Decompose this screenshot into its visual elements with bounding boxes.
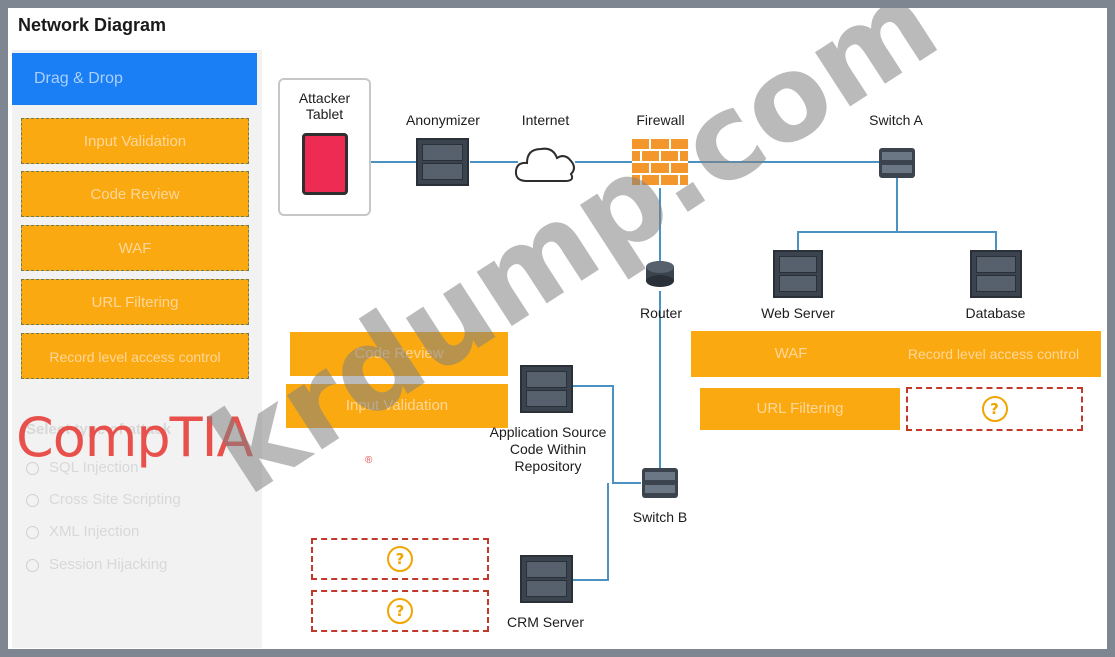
switch-b-icon [642,468,678,498]
placed-input-validation[interactable]: Input Validation [286,384,508,428]
attack-type-heading: Select type of attack [26,421,172,438]
window: Network Diagram Drag & Drop Input Valida… [8,8,1107,649]
app-repo-label: Application Source Code Within Repositor… [489,424,607,474]
tile-record-level-access-control[interactable]: Record level access control [21,333,249,379]
option-label: XML Injection [49,523,140,540]
anonymizer-server-icon [416,138,469,186]
page-title: Network Diagram [18,15,167,35]
placed-waf[interactable]: WAF [774,345,808,362]
radio-icon [26,493,39,507]
network-links [371,161,997,581]
web-server-label: Web Server [761,305,835,321]
tile-code-review[interactable]: Code Review [21,171,249,217]
attack-type-group: Select type of attack SQL Injection Cros… [26,413,266,613]
right-tile-row: WAF Record level access control [691,331,1101,377]
tile-input-validation[interactable]: Input Validation [21,118,249,164]
question-icon: ? [387,546,413,572]
firewall-label: Firewall [636,112,685,128]
tile-waf[interactable]: WAF [21,225,249,271]
question-icon: ? [981,396,1008,422]
attacker-label: Attacker Tablet [298,90,351,122]
drop-zone-left-1[interactable]: ? [311,538,489,580]
radio-icon [26,558,39,572]
drag-drop-header: Drag & Drop [12,53,257,105]
app-repo-server-icon [520,365,573,413]
option-cross-site-scripting[interactable]: Cross Site Scripting [26,491,181,508]
tablet-icon [302,133,348,195]
placed-code-review[interactable]: Code Review [290,332,508,376]
crm-server-icon [520,555,573,603]
database-icon [970,250,1022,298]
drop-zone-right-1[interactable]: ? [906,387,1083,431]
link-crm-switch-b [573,483,609,581]
option-sql-injection[interactable]: SQL Injection [26,459,139,476]
option-session-hijacking[interactable]: Session Hijacking [26,556,167,573]
tile-url-filtering[interactable]: URL Filtering [21,279,249,325]
switch-b-label: Switch B [632,509,688,525]
comptia-logo: CompTIA [16,406,253,469]
question-icon: ? [387,598,413,624]
database-label: Database [965,305,1026,321]
anonymizer-label: Anonymizer [406,112,480,128]
internet-label: Internet [521,112,570,128]
option-label: Session Hijacking [49,556,168,573]
option-label: SQL Injection [49,459,139,476]
placed-url-filtering[interactable]: URL Filtering [700,388,900,430]
router-label: Router [639,305,683,321]
attacker-node: Attacker Tablet [278,78,371,216]
crm-server-label: CRM Server [506,614,584,630]
link-repo-switch-b [573,385,641,484]
firewall-icon [632,139,688,185]
link-web-db [797,231,997,254]
switch-a-label: Switch A [869,112,923,128]
drop-zone-left-2[interactable]: ? [311,590,489,632]
switch-a-icon [879,148,915,178]
placed-record-level-access-control[interactable]: Record level access control [907,346,1080,362]
web-server-icon [773,250,823,298]
radio-icon [26,525,39,539]
radio-icon [26,461,39,475]
option-xml-injection[interactable]: XML Injection [26,523,139,540]
option-label: Cross Site Scripting [49,491,181,508]
router-icon [646,261,674,287]
registered-mark: ® [365,455,373,466]
cloud-icon [514,147,575,182]
